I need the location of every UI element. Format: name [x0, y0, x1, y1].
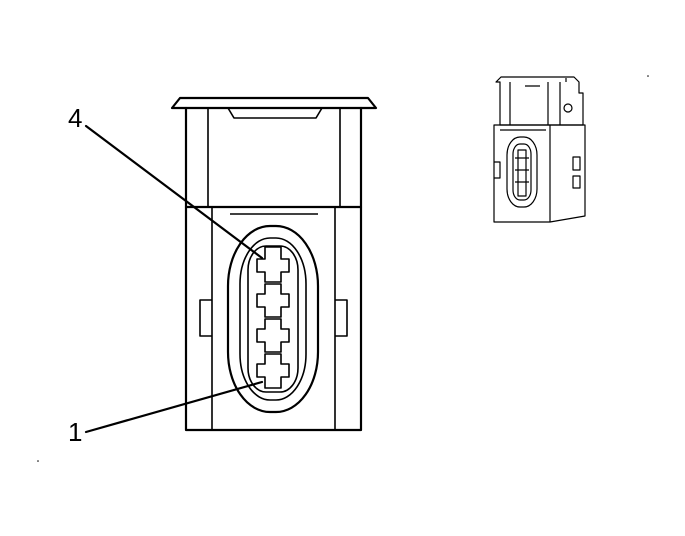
terminal-cavity-4: [256, 246, 290, 283]
connector-isometric-view: [493, 76, 586, 223]
leader-line-4: [84, 124, 264, 260]
iso-top-lines: [509, 78, 567, 125]
connector-inner-frame: [211, 207, 336, 430]
iso-screw: [563, 103, 573, 113]
iso-housing: [493, 124, 586, 223]
callout-label-4: 4: [68, 103, 82, 133]
terminal-cavity-3: [256, 283, 290, 318]
connector-top-cap: [170, 96, 378, 110]
connector-rear-inner: [207, 108, 341, 207]
right-latch: [335, 299, 348, 337]
connector-housing: [184, 205, 363, 432]
callout-label-1: 1: [68, 417, 82, 447]
connector-seal-inner: [239, 237, 307, 401]
connector-rear-body: [184, 106, 363, 209]
left-latch: [199, 299, 212, 337]
terminal-cavity-1: [256, 353, 290, 389]
connector-seal-outer: [226, 224, 320, 414]
connector-top-notch: [227, 107, 323, 119]
iso-cavities: [515, 149, 529, 197]
connector-face-view: 4 1: [68, 96, 378, 447]
terminal-carrier: [247, 245, 299, 393]
leader-line-1: [84, 380, 264, 434]
iso-housing-edge: [500, 125, 551, 222]
iso-seal: [506, 136, 538, 208]
scan-specks: [37, 75, 649, 462]
terminal-cavity-2: [256, 318, 290, 353]
terminal-cavities: [256, 246, 290, 389]
iso-left-latch: [494, 161, 501, 179]
iso-top-section: [495, 76, 584, 126]
iso-side-latch: [572, 156, 581, 189]
iso-carrier: [512, 143, 532, 201]
